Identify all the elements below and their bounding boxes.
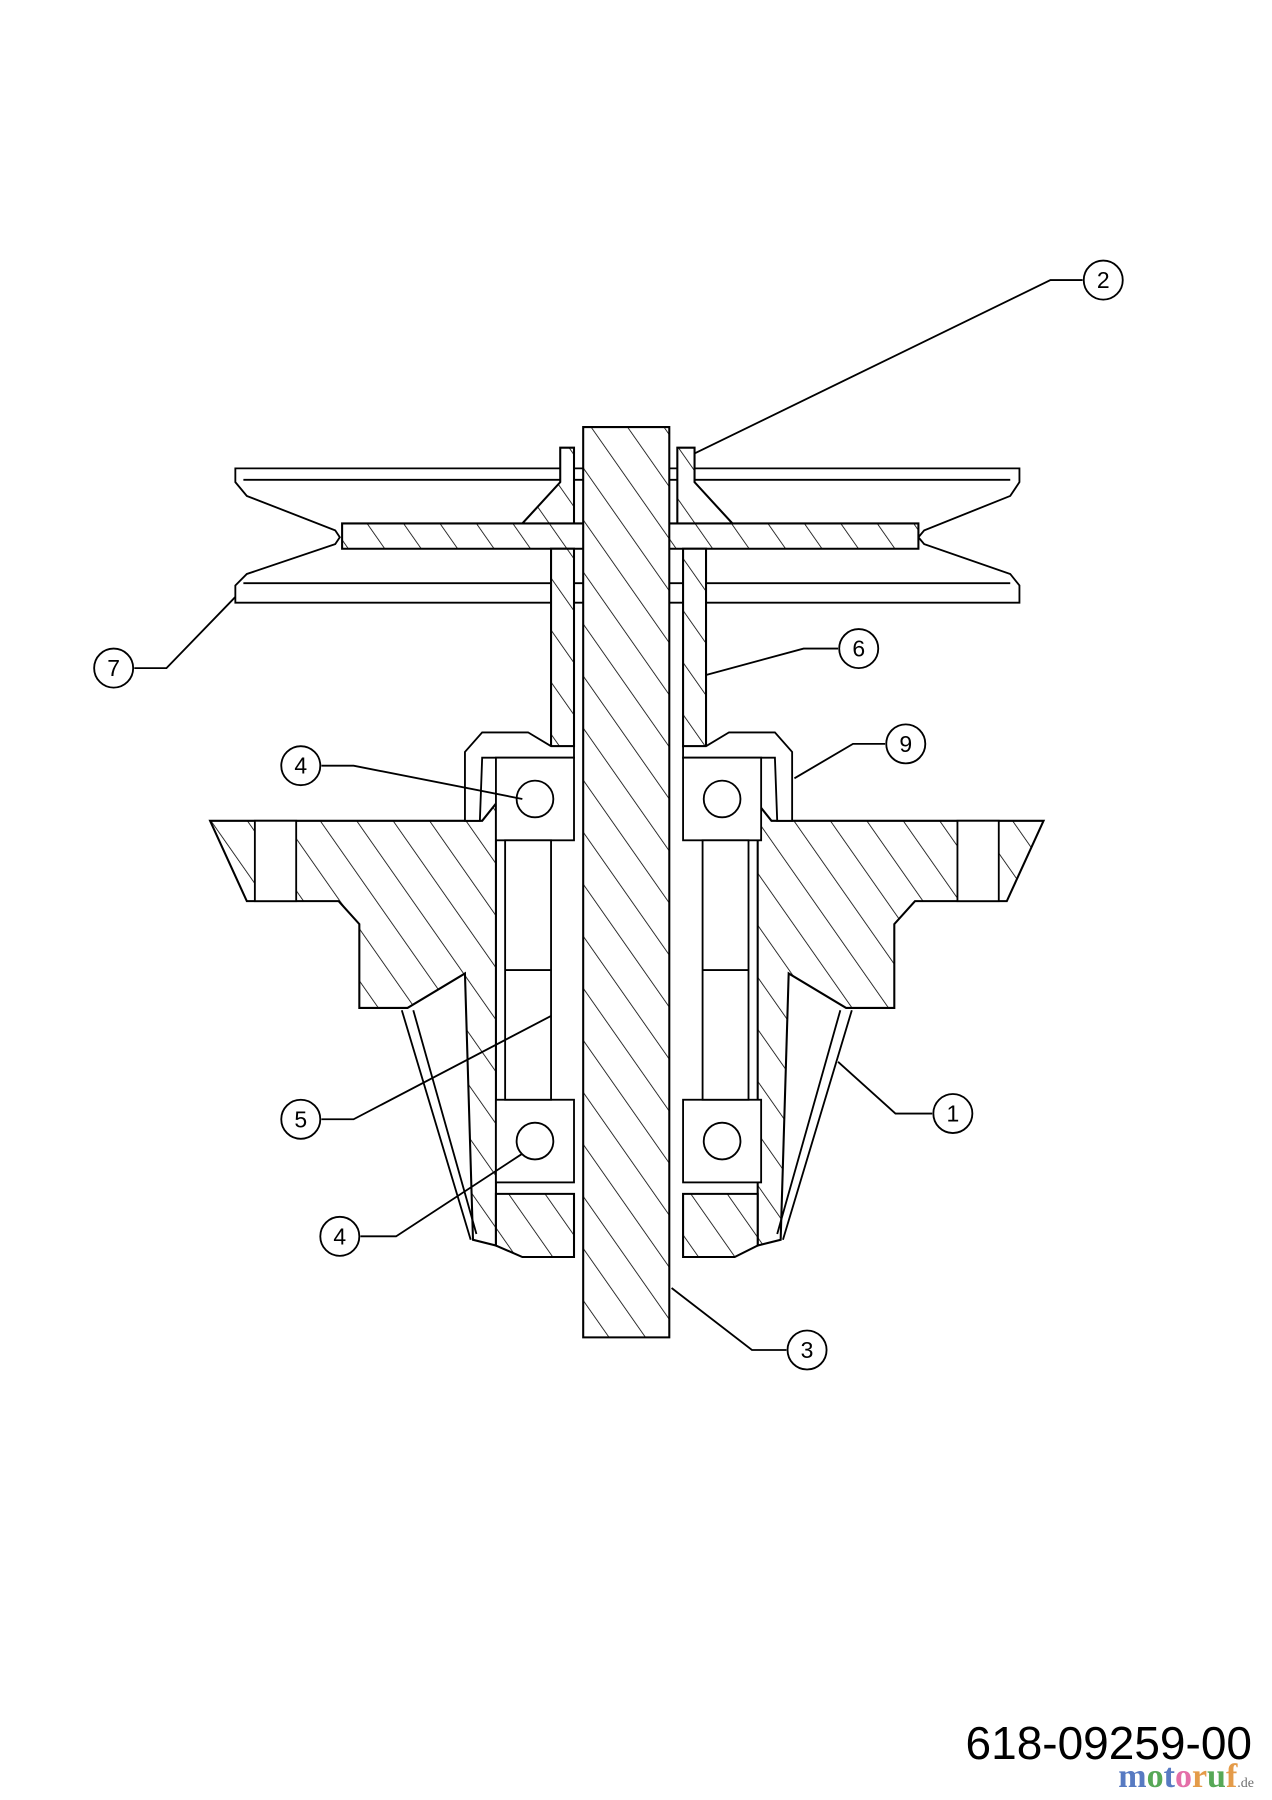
svg-text:4: 4: [294, 753, 307, 779]
bearing-cap-right: [682, 731, 794, 822]
svg-text:6: 6: [852, 636, 865, 662]
callout-6: 6: [838, 628, 880, 670]
callout-9: 9: [885, 723, 927, 765]
callout-4-lower: 4: [319, 1215, 361, 1257]
spacer-left: [550, 547, 576, 748]
svg-text:7: 7: [107, 655, 120, 681]
spindle-shaft: [582, 426, 671, 1339]
callout-5: 5: [280, 1098, 322, 1140]
svg-text:5: 5: [294, 1106, 307, 1132]
svg-text:1: 1: [946, 1101, 959, 1127]
callout-1: 1: [932, 1093, 974, 1134]
bearings: [495, 756, 763, 1184]
blade-guard-cone: [400, 1009, 853, 1241]
bearing-cap-left: [464, 731, 575, 822]
svg-text:2: 2: [1097, 267, 1110, 293]
svg-text:4: 4: [333, 1223, 346, 1249]
callout-2: 2: [1082, 259, 1124, 301]
callout-7: 7: [93, 647, 135, 689]
callout-3: 3: [786, 1329, 828, 1371]
svg-text:3: 3: [801, 1337, 814, 1363]
spacer-right: [682, 547, 708, 748]
svg-text:9: 9: [899, 731, 912, 757]
leader-lines: [134, 279, 1083, 1351]
watermark-logo: motoruf.de: [1118, 1758, 1254, 1795]
part-number: 618-09259-00: [965, 1717, 1252, 1769]
callout-4-upper: 4: [280, 745, 322, 787]
